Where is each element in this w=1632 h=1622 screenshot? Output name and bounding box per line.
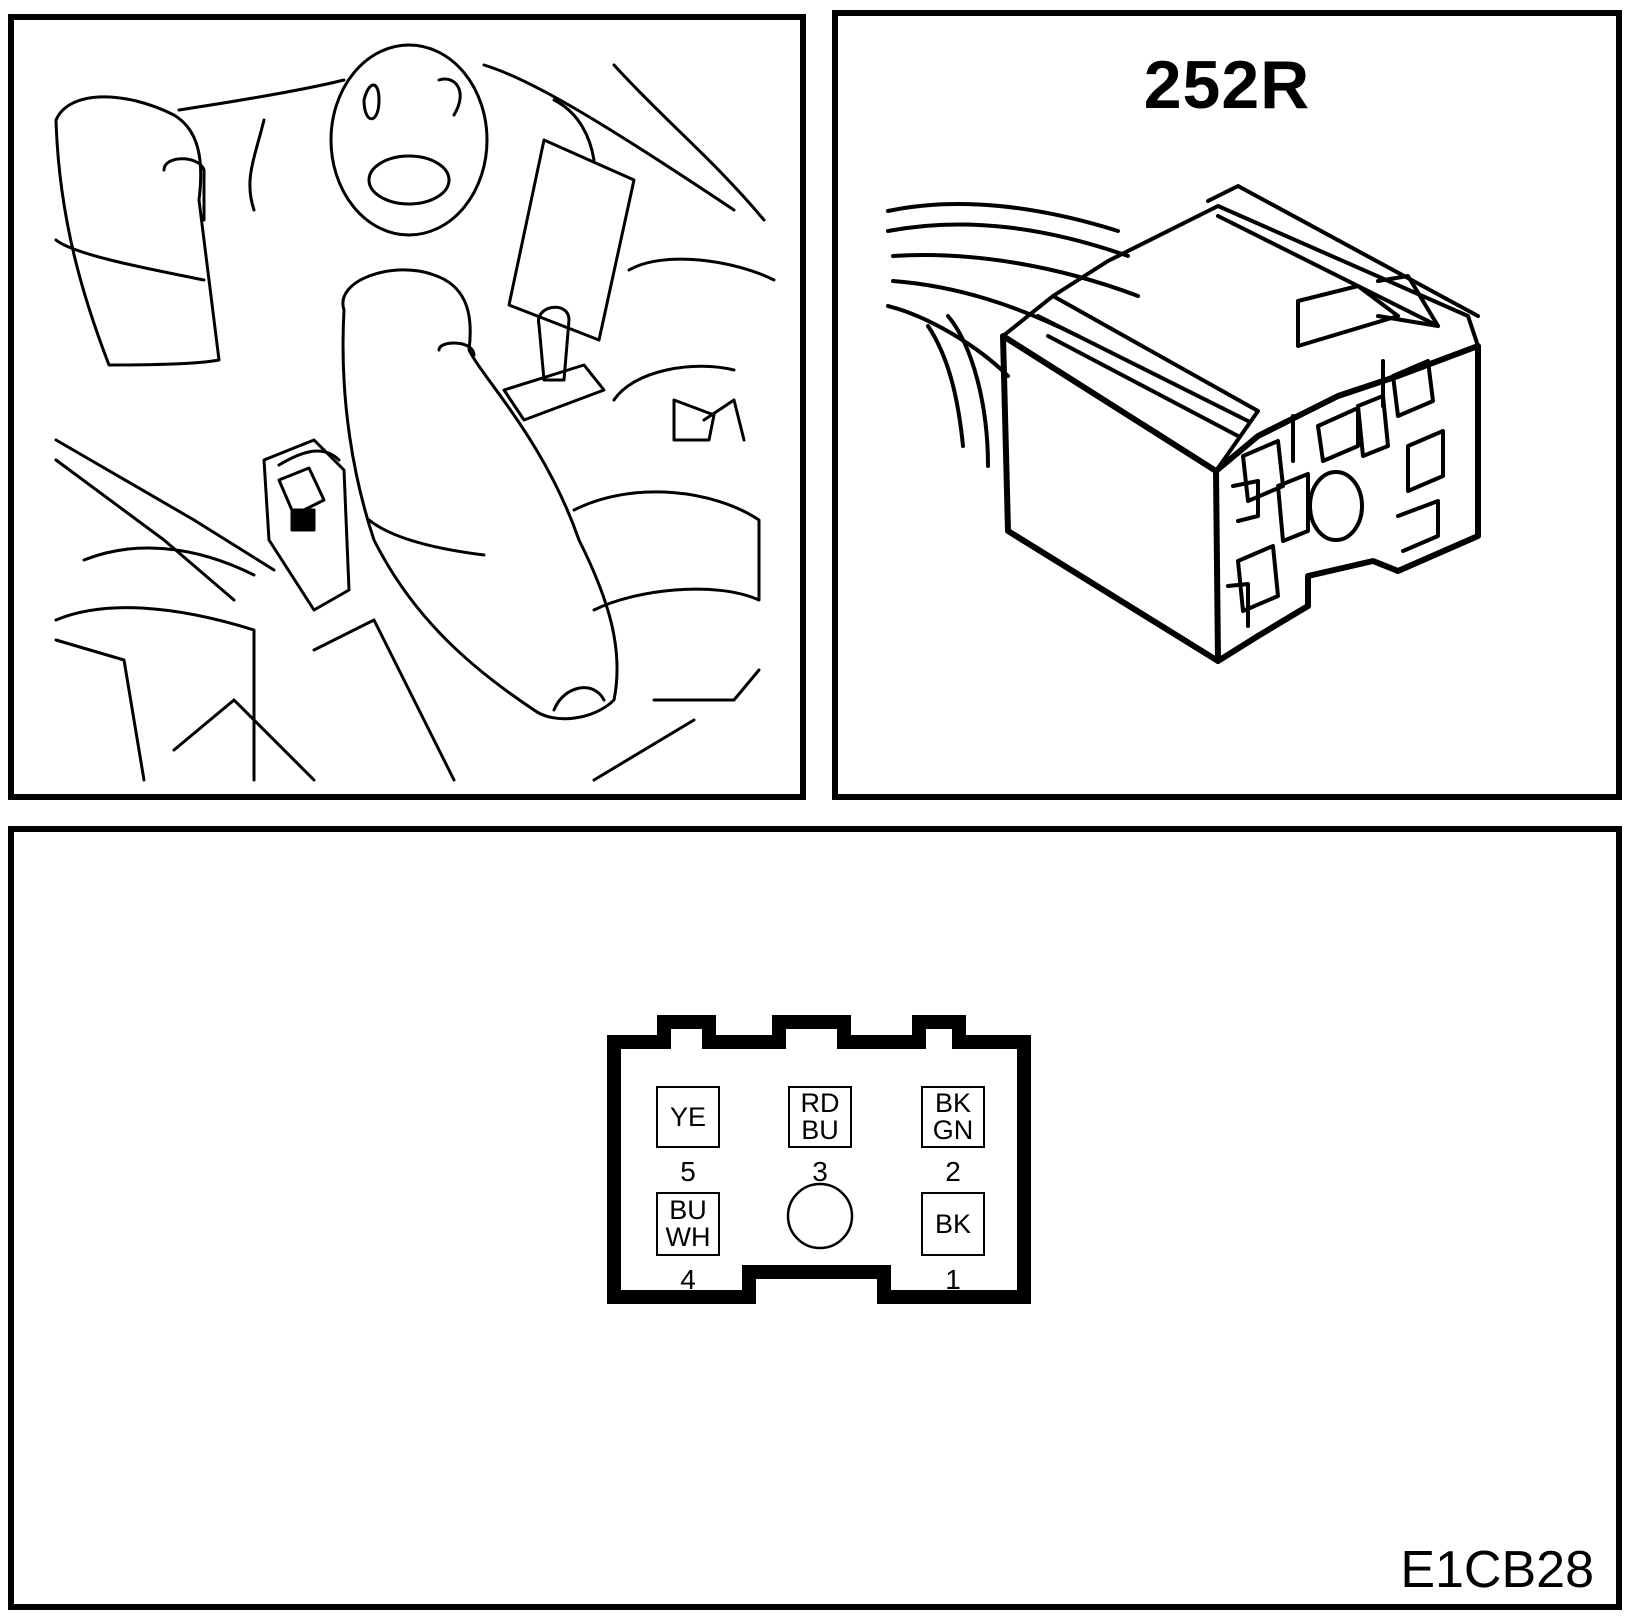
connector-key-hole [786, 1182, 854, 1250]
pin-3-number: 3 [812, 1156, 828, 1187]
connector-id: 252R [1143, 47, 1311, 123]
car-interior-illustration [54, 43, 776, 782]
pin-1-number: 1 [945, 1264, 961, 1295]
connector-face-outline [607, 1015, 1031, 1304]
pin-4-number: 4 [680, 1264, 696, 1295]
connector-3d-illustration [886, 184, 1481, 664]
location-illustration-panel [8, 14, 806, 800]
pin-1-wire-color: BK [921, 1192, 985, 1256]
connector-view-panel: 252R [832, 10, 1622, 800]
pin-5-wire-color: YE [656, 1086, 720, 1148]
pin-2-number: 2 [945, 1156, 961, 1187]
figure-code: E1CB28 [1400, 1541, 1594, 1599]
pin-5-number: 5 [680, 1156, 696, 1187]
